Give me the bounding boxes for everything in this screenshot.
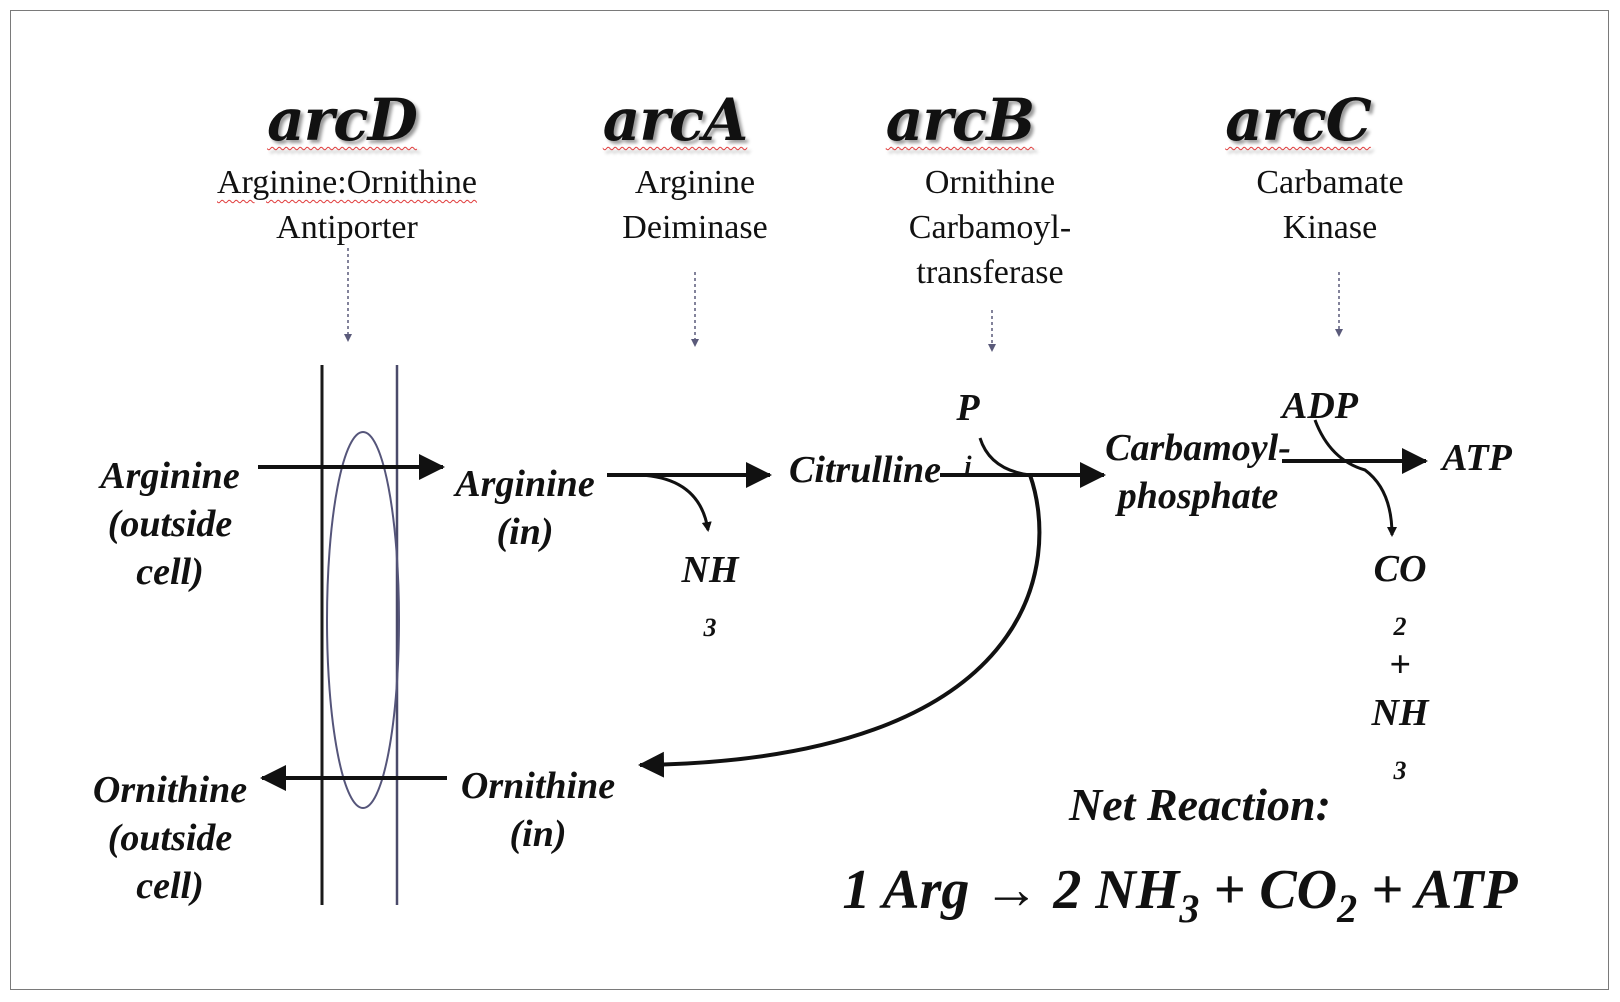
enzyme-arcc: Carbamate Kinase [1256, 164, 1404, 246]
gene-arcd: arcD [267, 86, 418, 154]
adp-label: ADP [1282, 385, 1358, 427]
arrow-pi-input [978, 437, 1031, 477]
antiporter-ellipse [326, 431, 400, 809]
enzyme-arcd: Arginine:Ornithine Antiporter [217, 164, 477, 246]
net-reaction-equation: 1 Arg → 2 NH3 + CO2 + ATP [842, 859, 1518, 931]
ornithine-in-label: Ornithine (in) [460, 765, 616, 855]
arrow-ornithine-return [638, 474, 1042, 778]
reaction-arrow-icon: → [983, 859, 1040, 921]
carbamoyl-phosphate-label: Carbamoyl- phosphate [1105, 427, 1291, 517]
figure-frame [10, 10, 1609, 990]
gene-arcb: arcB [885, 86, 1035, 154]
enzyme-arcb: Ornithine Carbamoyl- transferase [908, 164, 1072, 291]
net-reaction-title: Net Reaction: [1069, 779, 1331, 830]
arginine-outside-label: Arginine (outside cell) [100, 455, 240, 593]
ornithine-outside-label: Ornithine (outside cell) [92, 769, 248, 907]
gene-arcc: arcC [1225, 86, 1372, 154]
citrulline-label: Citrulline [788, 449, 942, 491]
gene-arca: arcA [602, 86, 748, 154]
arrow-nh3-release [639, 473, 712, 532]
atp-label: ATP [1442, 437, 1512, 479]
arrow-adp-to-co2 [1313, 419, 1397, 537]
enzyme-arca: Arginine Deiminase [622, 164, 768, 246]
arginine-in-label: Arginine (in) [455, 463, 595, 553]
